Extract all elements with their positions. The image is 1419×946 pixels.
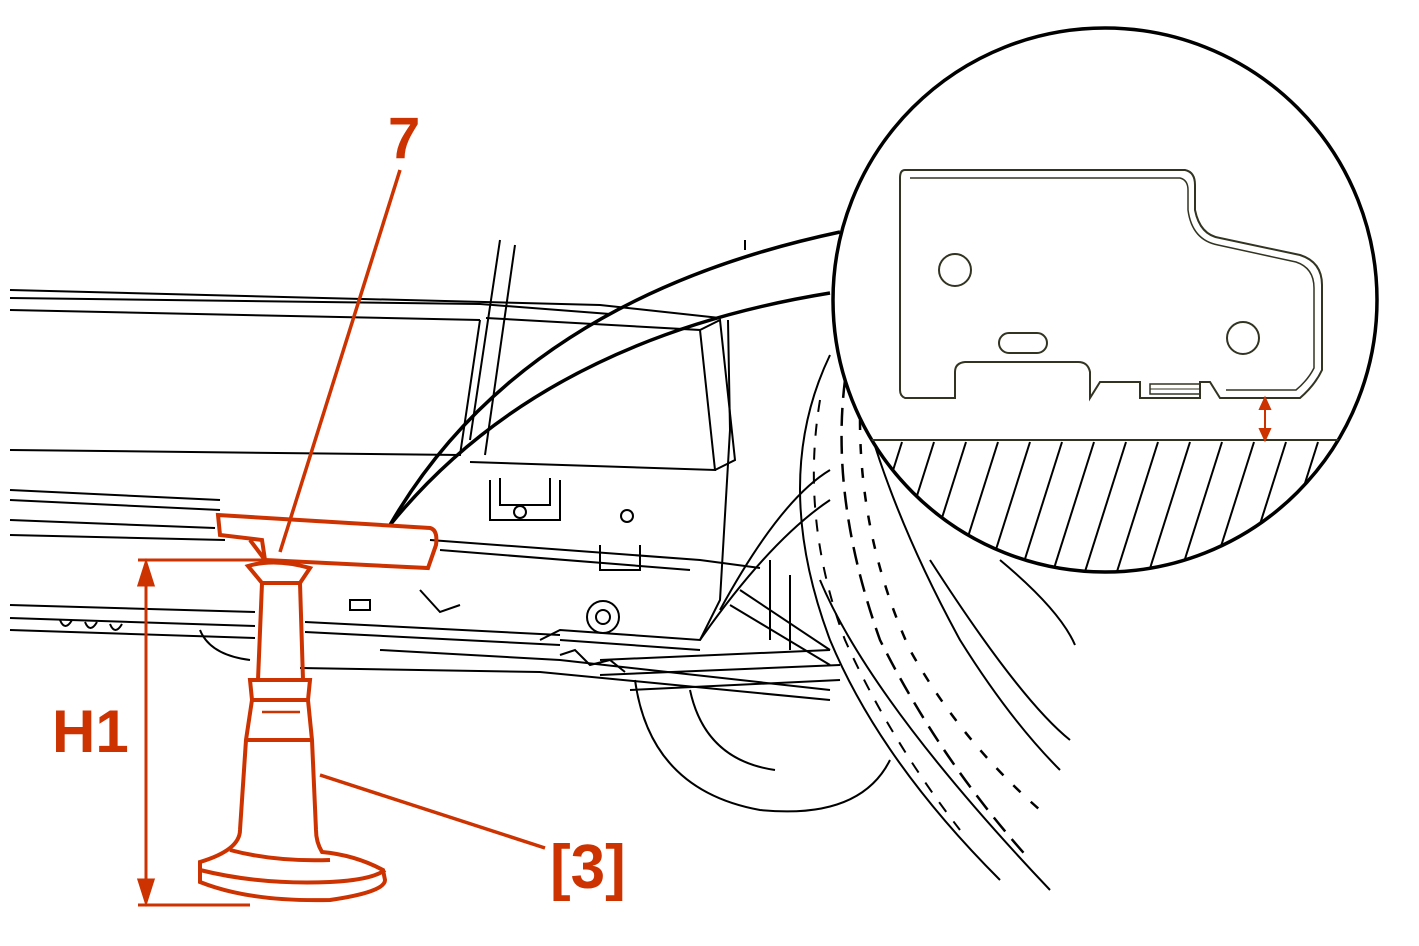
plate-slot <box>998 332 1048 354</box>
tool-reference-label: [3] <box>550 833 626 902</box>
height-dimension-label: H1 <box>52 698 129 765</box>
ground-hatch-line <box>1043 441 1095 572</box>
jack-stand <box>198 560 388 903</box>
ground-hatch-line <box>1331 441 1377 572</box>
ground-hatch-line <box>1235 441 1287 572</box>
ground-hatch-line <box>947 441 999 572</box>
support-plate-outline <box>899 169 1323 402</box>
part-number-label: 7 <box>388 106 420 171</box>
ground-hatch-line <box>979 441 1031 572</box>
ground-hatch-line <box>1363 441 1377 572</box>
ground-hatch-line <box>1203 441 1255 572</box>
ground-hatch-line <box>1107 441 1159 572</box>
detail-inset <box>831 26 1379 574</box>
plate-hole-right <box>1226 321 1260 355</box>
h1-dimension <box>136 558 265 907</box>
ground-hatch-line <box>1011 441 1063 572</box>
front-tire <box>799 354 1061 881</box>
clearance-arrow <box>1258 395 1272 443</box>
detail-callout <box>388 230 841 527</box>
plate-hole-left <box>938 253 972 287</box>
leader-tool-3 <box>319 773 546 850</box>
ground-hatch-line <box>1171 441 1223 572</box>
ground-hatch-line <box>1075 441 1127 572</box>
support-pad <box>215 512 439 571</box>
leader-part-7 <box>278 169 402 553</box>
ground-hatch-line <box>1139 441 1191 572</box>
vehicle-underbody <box>9 239 1076 891</box>
